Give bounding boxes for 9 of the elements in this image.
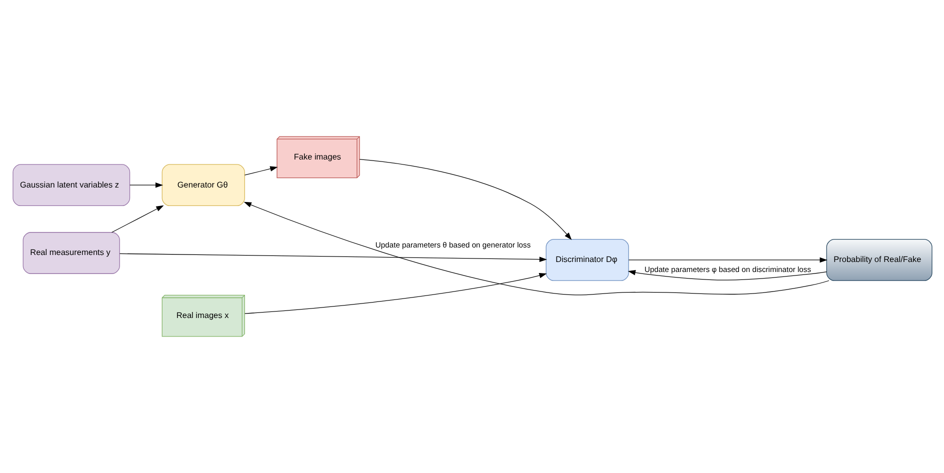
arrow: [628, 257, 827, 263]
arrow: [244, 272, 546, 314]
arrow: [118, 253, 547, 262]
arrow: [627, 270, 826, 280]
arrow: [129, 182, 163, 188]
arrow: [110, 205, 164, 233]
arrow: [244, 166, 278, 176]
arrow: [358, 158, 572, 240]
arrow: [243, 202, 829, 296]
